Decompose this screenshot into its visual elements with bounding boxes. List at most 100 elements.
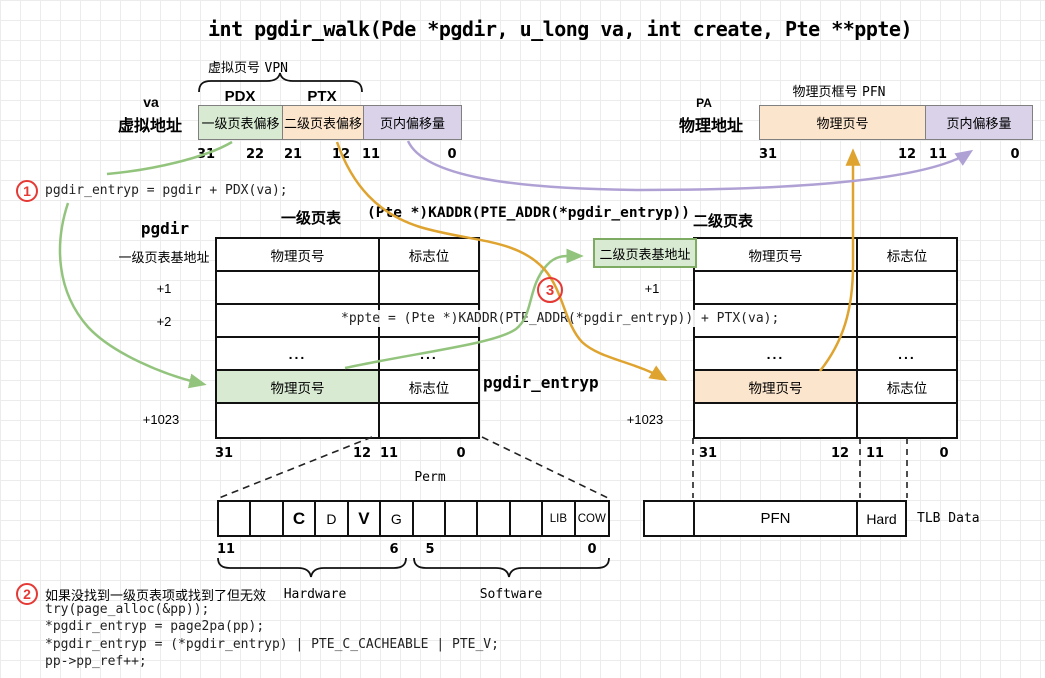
pgdir-row0-ppn: 物理页号 <box>217 239 380 272</box>
perm-cell-G: G <box>381 502 414 535</box>
table-row-highlighted: 物理页号 标志位 <box>695 371 956 404</box>
table-row <box>695 404 956 437</box>
pfn-label: 物理页框号 PFN <box>793 81 886 101</box>
pgdir-label: pgdir <box>140 219 190 238</box>
pa-field-box: 物理页号 页内偏移量 <box>759 105 1033 140</box>
pt2-bit-11: 11 <box>865 446 885 461</box>
pa-bit-11: 11 <box>928 147 948 162</box>
level1-table-header: 一级页表 <box>280 210 342 227</box>
step2-badge: 2 <box>16 583 38 605</box>
pgdir-plus1-label: +1 <box>156 281 172 296</box>
pgdir-bit-12: 12 <box>352 446 372 461</box>
perm-cell-0 <box>219 502 252 535</box>
pa-bit-12: 12 <box>897 147 917 162</box>
va-label: 虚拟地址 <box>117 118 183 135</box>
table-row <box>217 272 478 305</box>
pgdir-bit-0: 0 <box>456 446 466 461</box>
pt2-entry-flags: 标志位 <box>858 371 956 404</box>
perm-cell-6 <box>413 502 446 535</box>
pt2-row1-flags <box>858 272 956 305</box>
pa-label: 物理地址 <box>678 118 744 135</box>
hardware-label: Hardware <box>283 587 347 602</box>
perm-bits-box: C D V G LIB COW <box>217 500 610 537</box>
pt2-plus1023-label: +1023 <box>626 412 664 427</box>
pgdir-row5-flags <box>380 404 478 437</box>
software-label: Software <box>479 587 543 602</box>
kaddr-expression: (Pte *)KADDR(PTE_ADDR(*pgdir_entryp)) <box>367 205 691 221</box>
perm-cell-C: C <box>283 502 317 535</box>
diagram-title: int pgdir_walk(Pde *pgdir, u_long va, in… <box>207 17 913 41</box>
va-field-box: 一级页表偏移 二级页表偏移 页内偏移量 <box>198 105 462 140</box>
perm-bit-0: 0 <box>587 542 597 557</box>
pfn-label-zh: 物理页框号 <box>792 84 858 99</box>
va-bit-0: 0 <box>447 147 457 162</box>
pa-seg-ppn: 物理页号 <box>760 106 926 139</box>
perm-cell-1 <box>251 502 284 535</box>
va-seg-offset: 页内偏移量 <box>364 106 461 139</box>
perm-guide-left <box>218 436 373 499</box>
pgdir-plus2-label: +2 <box>156 314 172 329</box>
pt2-row3-ellipsis2: ... <box>858 338 956 371</box>
perm-cell-8 <box>478 502 511 535</box>
pfn-label-en: PFN <box>861 85 886 100</box>
ptx-label: PTX <box>307 88 337 105</box>
pt2-row1-ppn <box>695 272 858 305</box>
pgdir-entry-ppn: 物理页号 <box>217 371 380 404</box>
pt2-entry-ppn: 物理页号 <box>695 371 858 404</box>
vpn-label-en: VPN <box>264 61 288 76</box>
pgdir-entry-flags: 标志位 <box>380 371 478 404</box>
va-bit-11: 11 <box>361 147 381 162</box>
perm-cell-D: D <box>316 502 349 535</box>
step1-badge: 1 <box>16 180 38 202</box>
tlb-data-label: TLB Data <box>917 511 980 526</box>
pt2-bit-31: 31 <box>698 446 718 461</box>
pgdir-row3-ellipsis: ... <box>217 338 380 371</box>
tlb-cell-pfn: PFN <box>695 502 858 535</box>
pt2-row0-flags: 标志位 <box>858 239 956 272</box>
arrow-va-offset-to-pa-offset <box>406 140 974 192</box>
hardware-brace <box>217 557 407 578</box>
pdx-label: PDX <box>224 88 256 105</box>
va-short-label: va <box>143 94 159 110</box>
perm-guide-right <box>481 436 609 499</box>
step2-line-2: *pgdir_entryp = page2pa(pp); <box>45 619 265 634</box>
pgdir-entryp-label: pgdir_entryp <box>483 373 599 392</box>
table-row <box>217 404 478 437</box>
pt2-table: 物理页号 标志位 ... ... 物理页号 标志位 <box>693 237 958 439</box>
pt2-base-address-box: 二级页表基地址 <box>593 238 697 268</box>
table-row: 物理页号 标志位 <box>695 239 956 272</box>
pgdir-row3-ellipsis2: ... <box>380 338 478 371</box>
va-seg-ptx: 二级页表偏移 <box>283 106 364 139</box>
pgdir-base-row-label: 一级页表基地址 <box>118 250 210 265</box>
pgdir-row1-flags <box>380 272 478 305</box>
step2-line-3: *pgdir_entryp = (*pgdir_entryp) | PTE_C_… <box>45 637 499 652</box>
pa-bit-0: 0 <box>1010 147 1020 162</box>
va-bit-22: 22 <box>245 147 265 162</box>
pt2-row3-ellipsis: ... <box>695 338 858 371</box>
pa-seg-offset: 页内偏移量 <box>926 106 1032 139</box>
pgdir-bit-31: 31 <box>214 446 234 461</box>
table-row: ... ... <box>217 338 478 371</box>
step2-line-1: try(page_alloc(&pp)); <box>45 602 210 617</box>
tlb-cell-hard: Hard <box>858 502 905 535</box>
pgdir-table: 物理页号 标志位 ... ... 物理页号 标志位 <box>215 237 480 439</box>
perm-label: Perm <box>414 470 446 485</box>
pt2-bit-12: 12 <box>830 446 850 461</box>
pgdir-bit-11: 11 <box>379 446 399 461</box>
tlb-box: PFN Hard <box>643 500 907 537</box>
pa-short-label: PA <box>696 96 712 110</box>
va-bit-12: 12 <box>331 147 351 162</box>
table-row-highlighted: 物理页号 标志位 <box>217 371 478 404</box>
table-row <box>695 272 956 305</box>
perm-bit-11: 11 <box>216 542 236 557</box>
va-seg-pdx: 一级页表偏移 <box>199 106 283 139</box>
pt2-row5-flags <box>858 404 956 437</box>
perm-bit-5: 5 <box>425 542 435 557</box>
pa-bit-31: 31 <box>758 147 778 162</box>
table-row: ... ... <box>695 338 956 371</box>
perm-cell-9 <box>510 502 544 535</box>
level2-table-header: 二级页表 <box>692 213 754 230</box>
pgdir-row5-ppn <box>217 404 380 437</box>
va-bit-31: 31 <box>196 147 216 162</box>
